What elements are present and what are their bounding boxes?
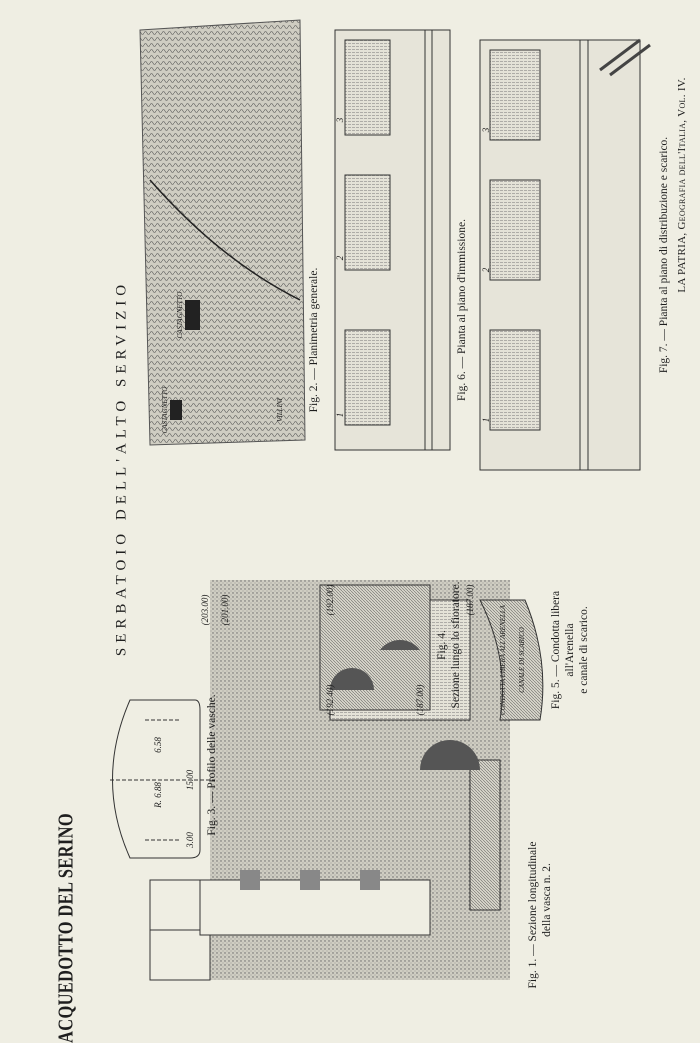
fig5-label: CANALE DI SCARICO bbox=[518, 627, 526, 693]
fig3-tank-profile bbox=[110, 699, 215, 859]
fig2-caption: Fig. 2. — Planimetria generale. bbox=[308, 267, 320, 413]
fig1-caption-line1: Fig. 1. — Sezione longitudinale bbox=[527, 841, 539, 989]
fig3-caption: Fig. 3. — Profilo delle vasche. bbox=[206, 694, 218, 836]
fig4-caption-line1: Fig. 4. bbox=[436, 630, 448, 660]
fig4-caption-line2: Sezione lungo lo sfioratore. bbox=[450, 581, 462, 709]
fig7-distribution-plan bbox=[479, 38, 651, 471]
fig5-caption-line1: Fig. 5. — Condotta libera bbox=[550, 590, 562, 710]
fig7-tank-number: 1 bbox=[481, 417, 491, 423]
fig6-tank-number: 1 bbox=[335, 412, 345, 418]
fig5-caption-line3: e canale di scarico. bbox=[578, 606, 590, 694]
fig6-tank-number: 3 bbox=[335, 117, 345, 123]
engraving-drawings bbox=[110, 19, 651, 981]
fig7-caption: Fig. 7. — Pianta al piano di distribuzio… bbox=[658, 136, 670, 374]
page-title: ACQUEDOTTO DEL SERINO bbox=[53, 813, 78, 1043]
fig2-general-map bbox=[139, 19, 306, 446]
fig1-caption-line2: della vasca n. 2. bbox=[541, 863, 553, 937]
fig1-label: (192.00) bbox=[325, 584, 335, 616]
fig2-label: VILLINI bbox=[276, 398, 284, 422]
fig4-label: (192.40) bbox=[325, 684, 335, 716]
fig3-label: 6.58 bbox=[153, 737, 163, 753]
fig6-tank-number: 2 bbox=[335, 255, 345, 261]
fig4-label: (187.00) bbox=[415, 684, 425, 716]
fig2-label: CASTAGNETTO bbox=[161, 386, 169, 434]
fig1-label: (203.00) bbox=[200, 594, 210, 626]
running-header: LA PATRIA, Geografia dell'Italia, Vol. I… bbox=[676, 77, 688, 293]
fig5-label: CONDOTTA LIBERA ALL'ARENELLA bbox=[499, 605, 507, 715]
section-subtitle: SERBATOIO DELL'ALTO SERVIZIO bbox=[113, 279, 130, 657]
fig3-label: R. 6.88 bbox=[153, 782, 163, 808]
fig5-free-conduit bbox=[479, 599, 544, 721]
fig7-tank-number: 2 bbox=[481, 267, 491, 273]
fig3-label: 3.00 bbox=[185, 832, 195, 848]
fig1-label: (201.00) bbox=[220, 594, 230, 626]
fig3-label: 15.00 bbox=[185, 769, 195, 791]
fig2-label: CASTAGNETTO bbox=[176, 291, 184, 339]
fig5-caption-line2: all'Arenella bbox=[564, 623, 576, 677]
fig4-spillway-section bbox=[319, 584, 431, 711]
fig1-label: (187.00) bbox=[465, 584, 475, 616]
fig6-caption: Fig. 6. — Pianta al piano d'immissione. bbox=[456, 219, 468, 401]
fig6-intake-plan bbox=[334, 29, 451, 451]
fig7-tank-number: 3 bbox=[481, 127, 491, 133]
